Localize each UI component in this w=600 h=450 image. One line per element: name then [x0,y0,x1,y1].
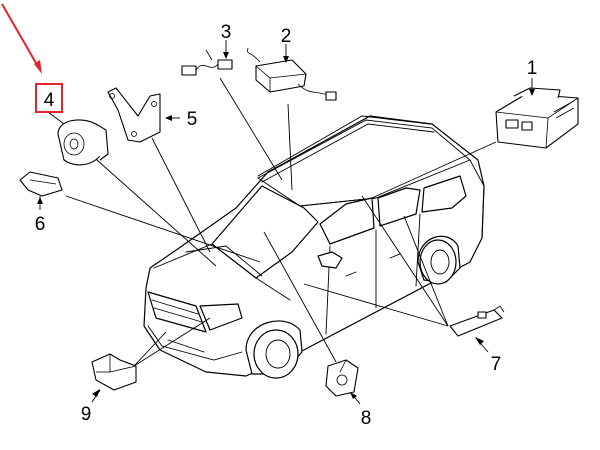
vehicle-outline-icon [143,115,485,379]
part-7-group: 7 [449,305,505,375]
part-2-group: 2 [247,26,337,101]
siren-horn-icon [57,119,109,166]
callout-7: 7 [491,354,502,375]
callout-3: 3 [221,22,232,43]
callout-1: 1 [527,58,538,79]
callout-6: 6 [35,214,46,235]
leader-lines [65,77,497,367]
part-9-group: 9 [81,353,137,425]
part-3-group: 3 [181,22,233,76]
highlight-arrow-icon [1,3,41,71]
mounting-bracket-icon [107,87,161,143]
part-1-group: 1 [495,58,579,149]
callout-8: 8 [361,408,372,429]
part-4-group: 4 [1,3,109,166]
tilt-sensor-icon [325,359,359,397]
callout-5: 5 [187,109,198,130]
antenna-module-icon [449,305,505,337]
callout-9: 9 [81,404,92,425]
highlight-arrowhead-icon [34,60,42,74]
part-6-group: 6 [19,171,63,235]
sensor-bracket-icon [91,353,137,391]
wire-connector-icon [181,49,233,76]
callout-2: 2 [281,26,292,47]
receiver-module-icon [247,47,337,101]
wiring-clip-icon [19,171,63,197]
callout-4: 4 [44,90,55,111]
part-5-group: 5 [107,87,198,143]
highlight-box [35,83,63,113]
part-8-group: 8 [325,359,372,429]
control-module-icon [495,87,579,149]
